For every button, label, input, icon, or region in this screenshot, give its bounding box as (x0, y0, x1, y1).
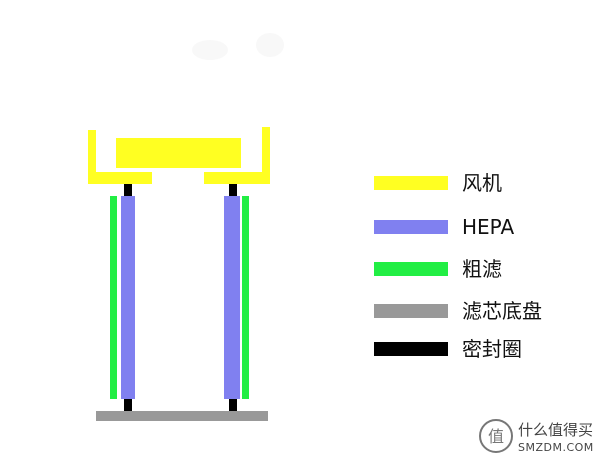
seal-right-top (229, 184, 237, 196)
legend-swatch-hepa (374, 220, 448, 234)
legend-label-coarse-filter: 粗滤 (462, 257, 502, 281)
hepa-left (121, 196, 135, 399)
seal-right-bottom (229, 399, 237, 411)
svg-text:值: 值 (488, 427, 504, 446)
hepa-filters (121, 196, 240, 399)
legend-swatch-coarse-filter (374, 262, 448, 276)
coarse-filter-left (110, 196, 117, 399)
fan-housing-left (88, 130, 152, 184)
legend-swatch-seal (374, 342, 448, 356)
hepa-right (224, 196, 240, 399)
fan-housing-right (204, 127, 270, 184)
legend-label-fan: 风机 (462, 171, 502, 195)
legend-label-base: 滤芯底盘 (462, 299, 542, 323)
legend-swatch-base (374, 304, 448, 318)
legend-label-seal: 密封圈 (462, 337, 522, 361)
legend-label-hepa: HEPA (462, 215, 515, 239)
legend-swatch-fan (374, 176, 448, 190)
watermark-text-en: SMZDM.COM (518, 441, 594, 454)
seal-left-bottom (124, 399, 132, 411)
background-smudge (192, 33, 284, 60)
smzdm-logo-icon: 值 (479, 419, 513, 453)
coarse-filter-right (242, 196, 249, 399)
watermark-text-cn: 什么值得买 (518, 421, 594, 439)
coarse-filters (110, 196, 249, 399)
fan-assembly (88, 127, 270, 184)
seals (124, 184, 237, 411)
fan-motor (116, 138, 241, 168)
filter-base (96, 411, 268, 421)
seal-left-top (124, 184, 132, 196)
